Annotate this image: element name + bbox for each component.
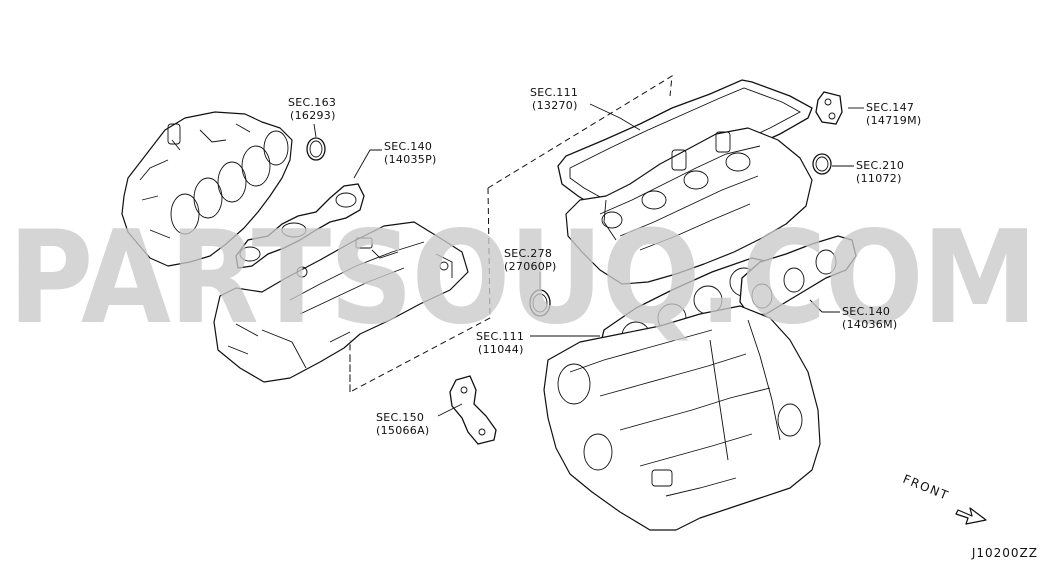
leader-lines: [313, 103, 864, 417]
front-arrow-icon: [955, 507, 987, 525]
callout-sec: SEC.147: [866, 101, 914, 114]
intake-manifold[interactable]: [121, 111, 293, 267]
callout-part-number: (15066A): [376, 424, 430, 437]
callout-sec: SEC.210: [856, 159, 904, 172]
callout-part-number: (11072): [856, 172, 902, 185]
callout-sec-140-upper[interactable]: SEC.140 (14035P): [384, 140, 437, 166]
callout-sec-150[interactable]: SEC.150 (15066A): [376, 411, 430, 437]
cylinder-block[interactable]: [543, 305, 821, 531]
throttle-gasket[interactable]: [306, 137, 326, 161]
callout-sec: SEC.278: [504, 247, 552, 260]
vtc-o-ring[interactable]: [529, 289, 551, 317]
callout-sec: SEC.163: [288, 96, 336, 109]
callout-part-number: (13270): [532, 99, 578, 112]
watermark: PARTSOUQ.COM: [8, 204, 1036, 353]
cylinder-head[interactable]: [565, 127, 813, 285]
rocker-cover[interactable]: [213, 221, 469, 383]
callout-sec: SEC.140: [384, 140, 432, 153]
callout-part-number: (27060P): [504, 260, 557, 273]
callout-sec-140-lower[interactable]: SEC.140 (14036M): [842, 305, 897, 331]
callout-sec-210[interactable]: SEC.210 (11072): [856, 159, 904, 185]
assembly-dashed-outline: [349, 75, 673, 393]
callout-sec-111-upper[interactable]: SEC.111 (13270): [530, 86, 578, 112]
water-pump-o-ring[interactable]: [812, 153, 832, 175]
diagram-code: J10200ZZ: [971, 546, 1038, 560]
callout-part-number: (14719M): [866, 114, 921, 127]
callout-sec: SEC.111: [476, 330, 524, 343]
intake-manifold-gasket[interactable]: [235, 183, 365, 269]
callout-sec-147[interactable]: SEC.147 (14719M): [866, 101, 921, 127]
callout-part-number: (14036M): [842, 318, 897, 331]
callout-sec-111-lower[interactable]: SEC.111 (11044): [476, 330, 524, 356]
front-label: FRONT: [901, 472, 951, 503]
callout-part-number: (11044): [478, 343, 524, 356]
callout-sec: SEC.150: [376, 411, 424, 424]
egr-gasket[interactable]: [815, 91, 843, 125]
callout-part-number: (16293): [290, 109, 336, 122]
callout-part-number: (14035P): [384, 153, 437, 166]
oil-gasket[interactable]: [449, 375, 497, 445]
callout-sec: SEC.140: [842, 305, 890, 318]
callout-sec-163[interactable]: SEC.163 (16293): [288, 96, 336, 122]
callout-sec: SEC.111: [530, 86, 578, 99]
front-indicator: FRONT: [901, 472, 987, 525]
callout-sec-278[interactable]: SEC.278 (27060P): [504, 247, 557, 273]
